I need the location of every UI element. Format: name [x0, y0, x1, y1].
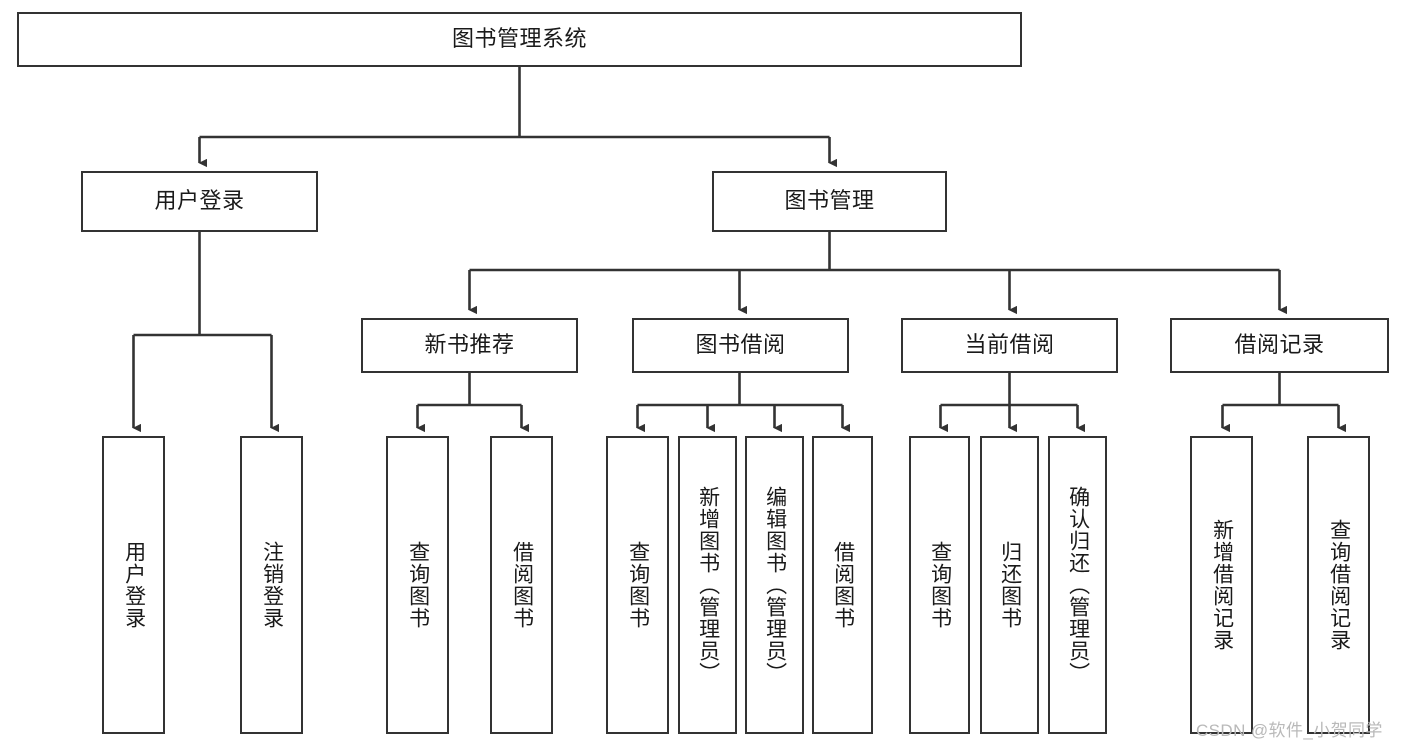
node-label: 图书借阅 — [695, 332, 786, 358]
node-label: 编辑图书（管理员） — [763, 486, 787, 684]
node-leaf-edit-book-admin[interactable]: 编辑图书（管理员） — [745, 436, 804, 734]
node-label: 借阅图书 — [510, 541, 534, 629]
node-label: 查询图书 — [626, 541, 650, 629]
node-user-login[interactable]: 用户登录 — [81, 171, 318, 232]
node-leaf-query-book-current[interactable]: 查询图书 — [909, 436, 970, 734]
node-book-management[interactable]: 图书管理 — [712, 171, 947, 232]
csdn-watermark: CSDN @软件_小贺同学 — [1196, 721, 1383, 740]
node-label: 注销登录 — [260, 541, 284, 629]
node-label: 图书管理系统 — [451, 26, 587, 52]
node-leaf-logout[interactable]: 注销登录 — [240, 436, 303, 734]
node-label: 新增图书（管理员） — [696, 486, 720, 684]
node-leaf-user-login[interactable]: 用户登录 — [102, 436, 165, 734]
node-label: 当前借阅 — [964, 332, 1055, 358]
node-leaf-query-book-new[interactable]: 查询图书 — [386, 436, 449, 734]
node-label: 确认归还（管理员） — [1066, 486, 1090, 684]
node-leaf-query-borrow-record[interactable]: 查询借阅记录 — [1307, 436, 1370, 734]
node-label: 用户登录 — [154, 188, 245, 214]
node-label: 查询图书 — [928, 541, 952, 629]
node-leaf-add-book-admin[interactable]: 新增图书（管理员） — [678, 436, 737, 734]
node-borrow-record[interactable]: 借阅记录 — [1170, 318, 1389, 373]
node-label: 查询图书 — [406, 541, 430, 629]
node-book-borrow[interactable]: 图书借阅 — [632, 318, 849, 373]
node-leaf-borrow-book[interactable]: 借阅图书 — [812, 436, 873, 734]
node-current-borrow[interactable]: 当前借阅 — [901, 318, 1118, 373]
node-leaf-confirm-return-admin[interactable]: 确认归还（管理员） — [1048, 436, 1107, 734]
node-label: 借阅记录 — [1234, 332, 1325, 358]
node-label: 新书推荐 — [424, 332, 515, 358]
node-label: 归还图书 — [998, 541, 1022, 629]
node-leaf-add-borrow-record[interactable]: 新增借阅记录 — [1190, 436, 1253, 734]
node-leaf-query-book[interactable]: 查询图书 — [606, 436, 669, 734]
node-root-book-management-system[interactable]: 图书管理系统 — [17, 12, 1022, 67]
node-label: 查询借阅记录 — [1327, 519, 1351, 651]
node-label: 用户登录 — [122, 541, 146, 629]
node-label: 图书管理 — [784, 188, 875, 214]
node-label: 借阅图书 — [831, 541, 855, 629]
node-new-book-recommend[interactable]: 新书推荐 — [361, 318, 578, 373]
node-leaf-borrow-book-new[interactable]: 借阅图书 — [490, 436, 553, 734]
node-leaf-return-book[interactable]: 归还图书 — [980, 436, 1039, 734]
node-label: 新增借阅记录 — [1210, 519, 1234, 651]
